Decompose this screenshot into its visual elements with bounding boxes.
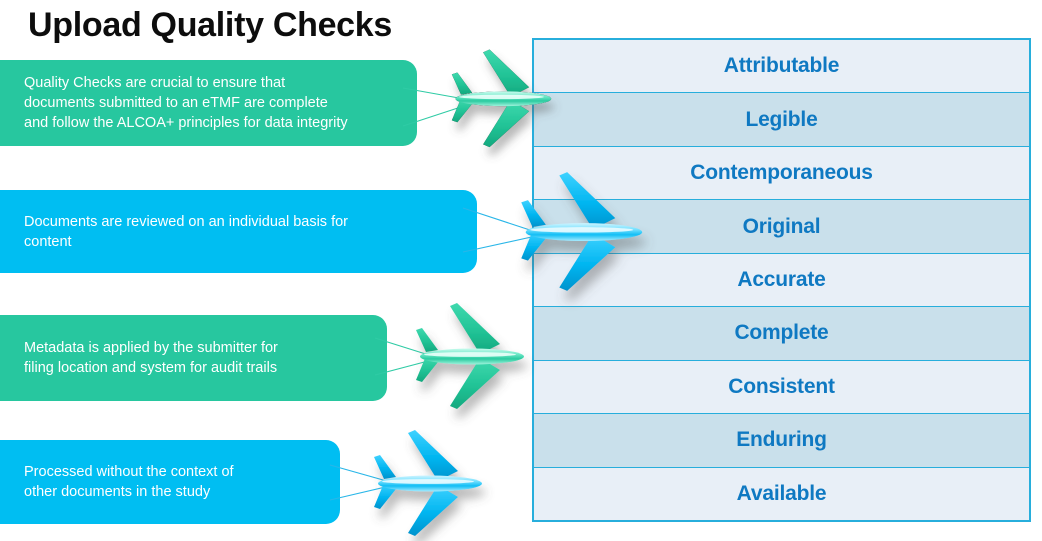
alcoa-row-label: Accurate: [737, 267, 826, 291]
airplane-icon-4: [374, 430, 482, 536]
alcoa-row-consistent[interactable]: Consistent: [534, 360, 1029, 415]
airplane-icon-3: [416, 303, 524, 409]
callout-text: Metadata is applied by the submitter for…: [24, 340, 278, 376]
page-title: Upload Quality Checks: [28, 6, 393, 44]
alcoa-principles-panel: Attributable Legible Contemporaneous Ori…: [532, 38, 1031, 522]
alcoa-row-label: Legible: [745, 107, 818, 131]
alcoa-row-label: Original: [742, 214, 821, 238]
alcoa-row-available[interactable]: Available: [534, 467, 1029, 520]
callout-quality-checks-crucial[interactable]: Quality Checks are crucial to ensure tha…: [0, 60, 417, 146]
callout-text: Documents are reviewed on an individual …: [24, 213, 349, 250]
alcoa-row-label: Complete: [734, 321, 829, 345]
callout-metadata-applied[interactable]: Metadata is applied by the submitter for…: [0, 315, 387, 401]
callout-documents-reviewed[interactable]: Documents are reviewed on an individual …: [0, 190, 477, 273]
alcoa-row-accurate[interactable]: Accurate: [534, 253, 1029, 308]
alcoa-row-complete[interactable]: Complete: [534, 307, 1029, 361]
callout-text: Processed without the context of other d…: [24, 464, 234, 500]
alcoa-row-legible[interactable]: Legible: [534, 93, 1029, 147]
alcoa-row-label: Enduring: [736, 428, 827, 452]
alcoa-row-label: Available: [736, 481, 827, 505]
callout-processed-without-context[interactable]: Processed without the context of other d…: [0, 440, 340, 524]
alcoa-row-enduring[interactable]: Enduring: [534, 414, 1029, 468]
alcoa-row-original[interactable]: Original: [534, 200, 1029, 254]
alcoa-row-label: Contemporaneous: [690, 161, 873, 185]
alcoa-row-attributable[interactable]: Attributable: [534, 40, 1029, 94]
alcoa-row-label: Attributable: [723, 54, 840, 78]
alcoa-row-contemporaneous[interactable]: Contemporaneous: [534, 146, 1029, 201]
alcoa-row-label: Consistent: [728, 374, 835, 398]
callout-text: Quality Checks are crucial to ensure tha…: [24, 75, 348, 131]
